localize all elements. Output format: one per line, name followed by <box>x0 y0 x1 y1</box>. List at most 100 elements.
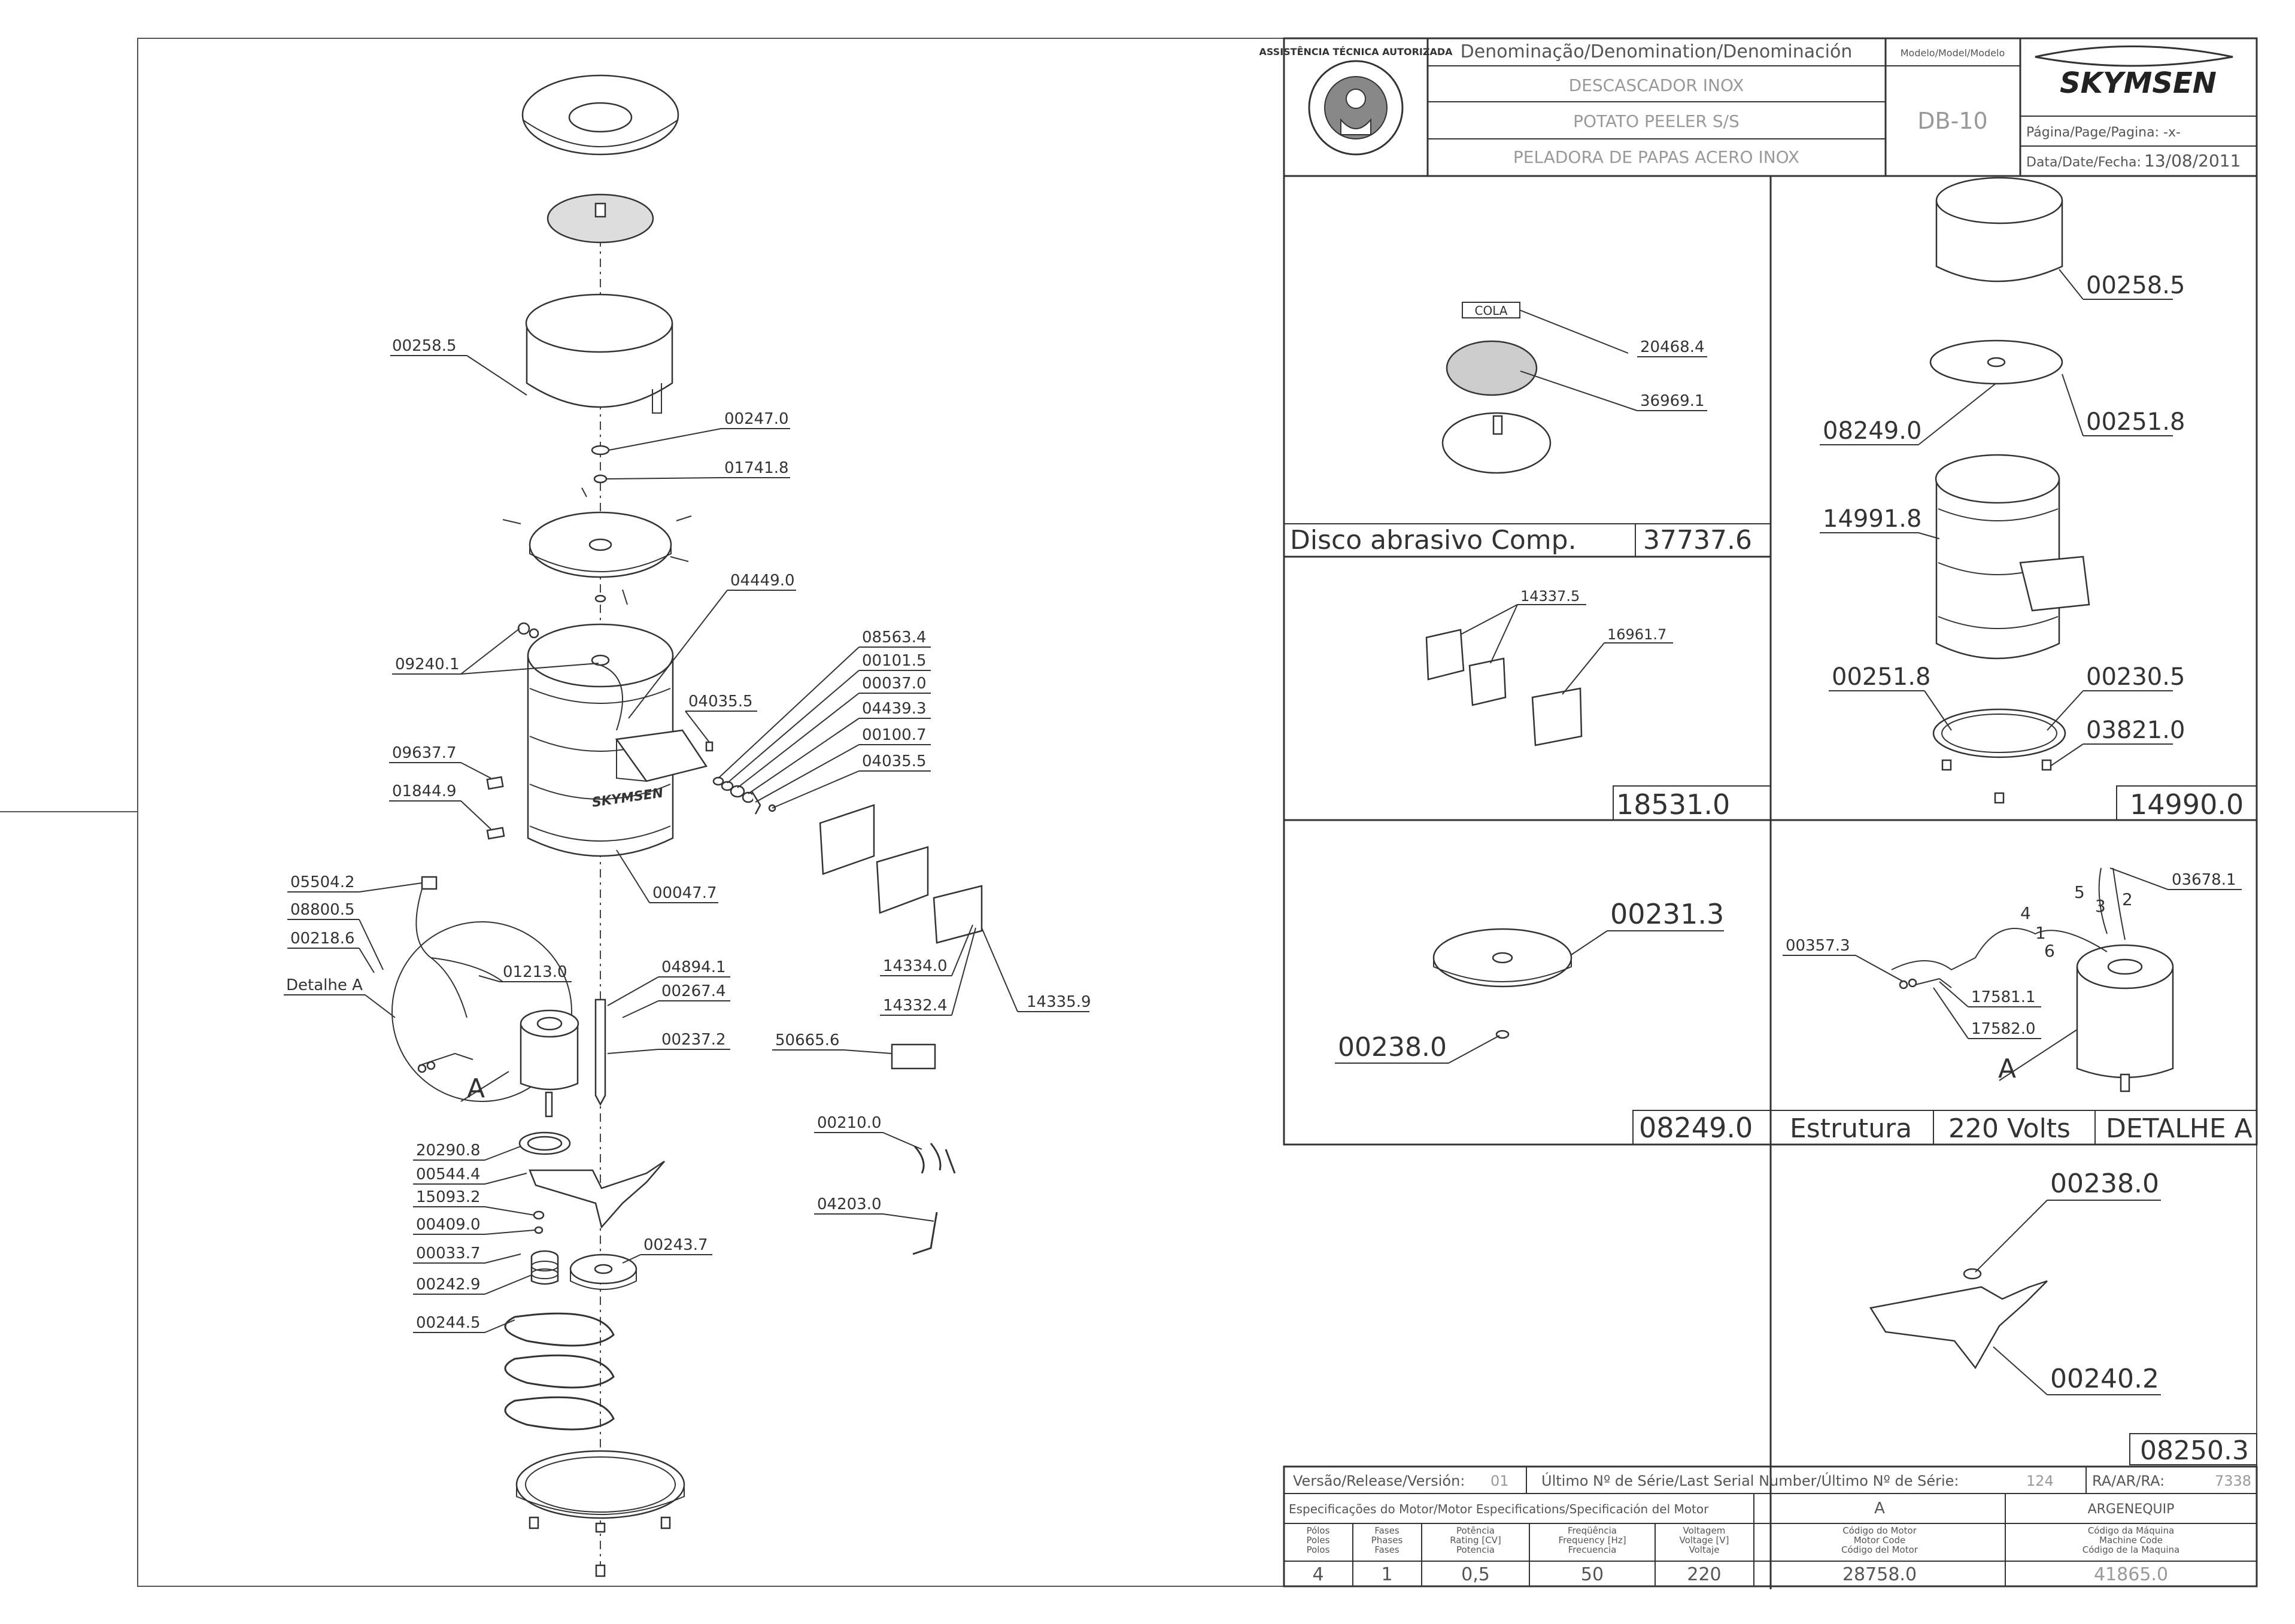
callout-detalhe-a: Detalhe A <box>286 976 363 994</box>
svg-text:5: 5 <box>2074 882 2085 902</box>
callout-04439.3: 04439.3 <box>862 700 927 718</box>
serial-label: Último Nº de Série/Last Serial Number/Úl… <box>1541 1471 1959 1489</box>
callout-20468.4: 20468.4 <box>1640 338 1705 356</box>
upper-ring-part <box>525 293 673 414</box>
motor-detail-circle <box>391 888 579 1118</box>
svg-text:ASSISTÊNCIA TÉCNICA AUTORIZADA: ASSISTÊNCIA TÉCNICA AUTORIZADA <box>1259 46 1453 57</box>
bottom-specs-table: Versão/Release/Versión: 01 Último Nº de … <box>1283 1465 2258 1587</box>
callout-09637.7: 09637.7 <box>392 744 457 762</box>
callout-01213.0: 01213.0 <box>503 963 567 981</box>
callout-08800.5: 08800.5 <box>290 901 355 919</box>
agitator-code: 08250.3 <box>2140 1435 2249 1466</box>
callout-00033.7: 00033.7 <box>416 1244 481 1262</box>
value-frequency: 50 <box>1581 1564 1604 1585</box>
date-label: Data/Date/Fecha: <box>2026 155 2141 170</box>
box-kit-18531: 14337.5 16961.7 18531.0 <box>1425 588 1730 821</box>
box-estrutura: 00258.5 08249.0 00251.8 14991.8 00251.8 … <box>1820 177 2244 821</box>
title-block: ASSISTÊNCIA TÉCNICA AUTORIZADA Denominaç… <box>1259 37 2258 177</box>
callout-16961.7: 16961.7 <box>1607 626 1666 643</box>
ra-label: RA/AR/RA: <box>2092 1473 2165 1489</box>
pulley-small-part <box>530 1250 559 1285</box>
callout-03821.0: 03821.0 <box>2086 717 2185 744</box>
main-exploded-view: SKYMSEN <box>391 74 983 1577</box>
callout-14991.8: 14991.8 <box>1823 505 1921 533</box>
motor-spec-label: Especificações do Motor/Motor Especifica… <box>1289 1502 1709 1516</box>
callout-50665.6: 50665.6 <box>775 1031 840 1049</box>
motor-brand: A <box>1874 1499 1885 1517</box>
page-label: Página/Page/Pagina: -x- <box>2026 125 2181 140</box>
version-value: 01 <box>1490 1473 1509 1489</box>
body-cylinder-part: SKYMSEN <box>527 623 708 857</box>
estrutura-label: Estrutura <box>1790 1113 1912 1144</box>
callout-00218.6: 00218.6 <box>290 930 355 948</box>
callout-00544.4: 00544.4 <box>416 1165 481 1183</box>
callout-05504.2: 05504.2 <box>290 873 355 891</box>
abrasive-mesh-part <box>1446 340 1538 396</box>
callout-09240.1: 09240.1 <box>395 655 460 673</box>
product-name-pt: DESCASCADOR INOX <box>1569 75 1744 95</box>
value-phases: 1 <box>1381 1564 1392 1585</box>
callout-01844.9: 01844.9 <box>392 782 457 800</box>
serial-value: 124 <box>2026 1473 2054 1489</box>
volts-label: 220 Volts <box>1948 1113 2071 1144</box>
value-voltage: 220 <box>1687 1564 1721 1585</box>
callout-36969.1: 36969.1 <box>1640 392 1705 410</box>
value-machine-code: 41865.0 <box>2094 1564 2168 1585</box>
svg-text:4: 4 <box>2020 903 2031 923</box>
callout-00251.8-b: 00251.8 <box>2086 408 2185 436</box>
value-poles: 4 <box>1312 1564 1323 1585</box>
svg-text:6: 6 <box>2044 941 2055 961</box>
disco-abrasivo-code: 37737.6 <box>1643 525 1752 556</box>
main-callouts: 00258.5 00247.0 01741.8 04449.0 09240.1 … <box>284 337 1091 1333</box>
callout-00258.5: 00258.5 <box>392 337 457 355</box>
skymsen-logo: SKYMSEN <box>2035 45 2233 100</box>
callout-20290.8: 20290.8 <box>416 1142 481 1159</box>
callout-14335.9: 14335.9 <box>1027 993 1091 1011</box>
callout-14332.4: 14332.4 <box>883 997 948 1015</box>
callout-00409.0: 00409.0 <box>416 1216 481 1234</box>
callout-00238.0-b: 00238.0 <box>1338 1032 1447 1063</box>
callout-00242.9: 00242.9 <box>416 1276 481 1294</box>
callout-14337.5: 14337.5 <box>1520 588 1580 605</box>
ra-value: 7338 <box>2215 1473 2251 1489</box>
callout-04203.0: 04203.0 <box>817 1195 882 1213</box>
box-prato: 00231.3 00238.0 08249.0 <box>1335 898 1753 1144</box>
callout-00231.3: 00231.3 <box>1610 898 1724 930</box>
callout-01741.8: 01741.8 <box>724 459 789 477</box>
svg-text:SKYMSEN: SKYMSEN <box>2060 66 2217 100</box>
detalhe-a-label: DETALHE A <box>2106 1113 2252 1144</box>
callout-00210.0: 00210.0 <box>817 1114 882 1132</box>
kit-code: 18531.0 <box>1616 788 1730 821</box>
callout-00243.7: 00243.7 <box>643 1236 708 1254</box>
callout-17582.0: 17582.0 <box>1971 1020 2036 1038</box>
svg-text:2: 2 <box>2122 890 2133 909</box>
date-value: 13/08/2011 <box>2144 151 2241 171</box>
value-rating: 0,5 <box>1461 1564 1490 1585</box>
prato-code: 08249.0 <box>1639 1112 1753 1144</box>
product-name-es: PELADORA DE PAPAS ACERO INOX <box>1513 147 1799 167</box>
svg-text:3: 3 <box>2095 896 2106 916</box>
callout-15093.2: 15093.2 <box>416 1188 481 1206</box>
svg-text:1: 1 <box>2035 923 2046 943</box>
version-label: Versão/Release/Versión: <box>1293 1473 1465 1489</box>
manufacturer: ARGENEQUIP <box>2088 1502 2175 1517</box>
callout-00238.0-c: 00238.0 <box>2050 1168 2159 1199</box>
model-header: Modelo/Model/Modelo <box>1901 47 2005 59</box>
plate-part <box>502 487 692 605</box>
callout-04894.1: 04894.1 <box>661 958 726 976</box>
model-code: DB-10 <box>1917 108 1987 134</box>
box-agitator: 00238.0 00240.2 08250.3 <box>1869 1168 2249 1466</box>
estrutura-code: 14990.0 <box>2130 788 2244 821</box>
subassembly-grid <box>1283 175 2258 1589</box>
callout-00240.2: 00240.2 <box>2050 1364 2159 1394</box>
callout-08249.0-b: 08249.0 <box>1823 417 1921 445</box>
callout-17581.1: 17581.1 <box>1971 988 2036 1006</box>
callout-00100.7: 00100.7 <box>862 726 927 744</box>
box-disco-abrasivo: COLA 20468.4 36969.1 Disco abrasivo Comp… <box>1290 302 1752 556</box>
